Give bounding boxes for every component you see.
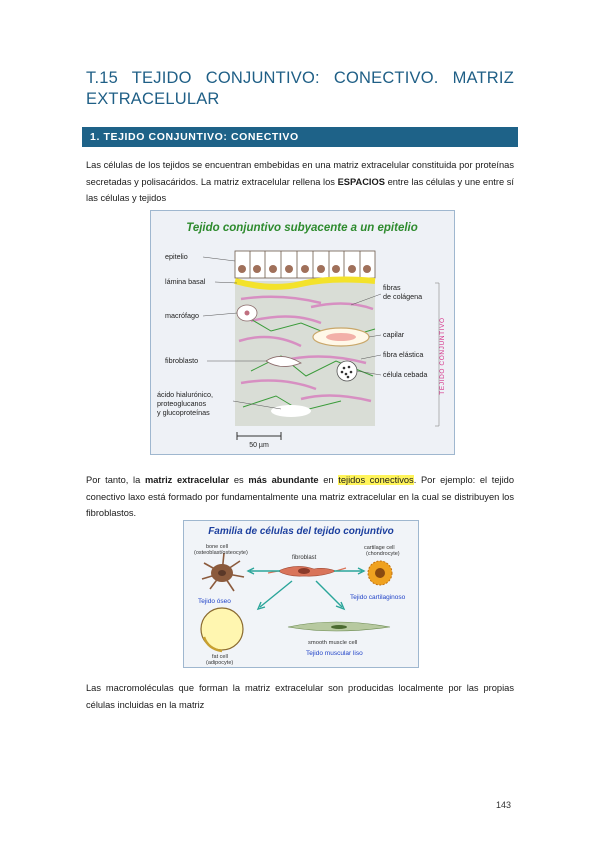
label-tejido-oseo: Tejido óseo [198,598,231,605]
label-tejido-muscular: Tejido muscular liso [306,650,363,657]
paragraph-intro: Las células de los tejidos se encuentran… [86,157,514,207]
label-celula-cebada: célula cebada [383,370,427,379]
paragraph-matrix: Por tanto, la matriz extracelular es más… [86,472,514,522]
mast-cell [336,360,358,382]
fibroblast-cell [265,356,302,367]
ground-substance [271,405,311,417]
para1-text-a: Las células de los tejidos se encuentran… [86,160,514,187]
scale-label: 50 µm [249,442,269,449]
section-heading: 1. TEJIDO CONJUNTIVO: CONECTIVO [82,127,518,147]
label-tejido-conjuntivo: TEJIDO CONJUNTIVO [439,317,446,394]
para2-text-1: Por tanto, la [86,475,145,485]
page-title: T.15 TEJIDO CONJUNTIVO: CONECTIVO. MATRI… [86,69,514,108]
cartilage-cell [367,560,393,586]
label-capilar: capilar [383,330,405,339]
label-fibra-elastica: fibra elástica [383,350,423,359]
figure2-title: Familia de células del tejido conjuntivo [208,526,394,537]
label-acido-1: ácido hialurónico, [157,390,213,399]
tissue-bracket [435,282,440,427]
label-tejido-cartilaginoso: Tejido cartilaginoso [350,594,406,601]
differentiation-arrows [246,567,366,611]
smooth-muscle-cell [287,621,391,632]
label-fibroblasto: fibroblasto [165,356,198,365]
bone-cell [201,552,245,592]
label-acido-3: y glucoproteínas [157,408,210,417]
connective-tissue-illustration: Tejido conjuntivo subyacente a un epitel… [157,222,446,449]
label-fibras-1: fibras [383,283,401,292]
para1-text-b: entre las células y une entre sí las cél… [86,176,514,204]
label-macrofago: macrófago [165,311,199,320]
label-osteoblast: (osteoblast/osteocyte) [194,550,248,556]
label-smooth-muscle: smooth muscle cell [308,640,357,646]
para2-text-2: es [229,475,249,485]
label-fat-cell: fat cell [212,654,228,660]
epithelium-cells [234,250,376,279]
label-lamina-basal: lámina basal [165,277,206,286]
figure1-title: Tejido conjuntivo subyacente a un epitel… [186,222,418,234]
tissue-matrix [235,281,375,426]
figure-cell-family: Familia de células del tejido conjuntivo… [183,520,419,668]
pointer-lines [202,256,382,410]
label-fibras-2: de colágena [383,292,422,301]
cell-family-illustration: Familia de células del tejido conjuntivo… [194,526,406,666]
highlight-tejidos-conectivos: tejidos conectivos [338,475,414,485]
basal-lamina [234,276,376,290]
para2-text-4: . Por ejemplo: el tejido conectivo laxo … [86,475,514,518]
label-acido-2: proteoglucanos [157,399,207,408]
para2-bold-abundante: más abundante [248,475,319,485]
label-adipocyte: (adipocyte) [206,660,233,666]
label-cartilage-cell: cartilage cell [364,545,395,551]
fat-cell [200,607,244,653]
paragraph-macromolecules: Las macromoléculas que forman la matriz … [86,683,514,710]
page-number: 143 [496,800,512,810]
para2-bold-matriz: matriz extracelular [144,475,230,485]
label-bone-cell: bone cell [206,544,228,550]
label-chondrocyte: (chondrocyte) [366,551,400,557]
label-epitelio: epitelio [165,252,188,261]
para2-text-3: en [318,475,339,485]
figure-connective-tissue: Tejido conjuntivo subyacente a un epitel… [150,210,455,455]
para1-bold-espacios: ESPACIOS [337,176,385,187]
label-fibroblast: fibroblast [292,555,317,561]
